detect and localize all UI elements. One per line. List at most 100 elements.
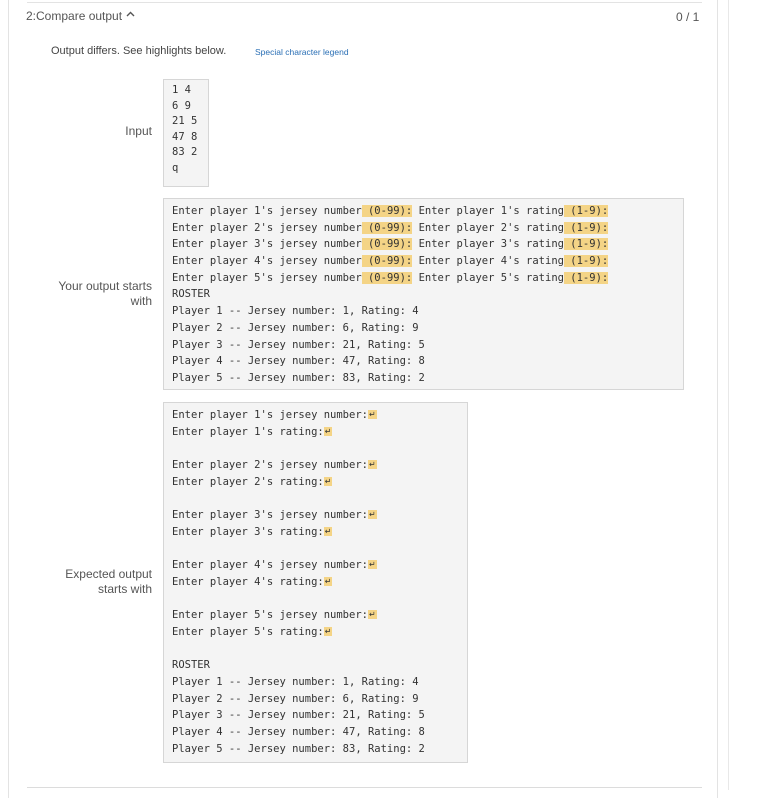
expected-text: Enter player 4's jersey number:	[172, 559, 368, 572]
newline-return-icon: ↵	[323, 426, 333, 436]
diff-highlight: :	[601, 221, 609, 234]
expected-output-line: ROSTER	[172, 657, 459, 674]
input-line: 47 8	[172, 130, 198, 143]
expected-text: Enter player 2's jersey number:	[172, 459, 368, 472]
prompt-text: Enter player 3's jersey number	[172, 238, 362, 251]
expected-text: Enter player 5's jersey number:	[172, 609, 368, 622]
expected-output-line: Enter player 1's jersey number:↵	[172, 407, 459, 424]
diff-highlight: (1-9)	[563, 238, 602, 251]
diff-highlight: :	[405, 255, 413, 268]
expected-output-line: Enter player 4's rating:↵	[172, 574, 459, 591]
input-label: Input	[125, 124, 152, 138]
your-output-prompt-line: Enter player 1's jersey number (0-99): E…	[172, 203, 675, 220]
expected-output-line: Player 1 -- Jersey number: 1, Rating: 4	[172, 674, 459, 691]
expected-output-line	[172, 641, 459, 658]
expected-text: Player 5 -- Jersey number: 83, Rating: 2	[172, 742, 425, 755]
expected-output-line	[172, 541, 459, 558]
expected-text: Enter player 3's jersey number:	[172, 509, 368, 522]
diff-highlight: (0-99)	[361, 271, 406, 284]
input-line: 83 2	[172, 146, 198, 158]
prompt-text: Enter player 1's rating	[412, 205, 564, 217]
diff-highlight: (0-99)	[361, 205, 406, 217]
diff-highlight: :	[405, 205, 413, 217]
your-output-prompt-line: Enter player 3's jersey number (0-99): E…	[172, 236, 675, 253]
chevron-up-icon	[126, 10, 135, 20]
expected-output-box: Enter player 1's jersey number:↵Enter pl…	[163, 402, 468, 763]
test-score: 0 / 1	[676, 10, 700, 24]
diff-highlight: :	[601, 238, 609, 251]
test-header-label: 2:Compare output	[26, 9, 123, 23]
your-output-roster-line: Player 3 -- Jersey number: 21, Rating: 5	[172, 338, 425, 351]
newline-return-icon: ↵	[367, 610, 377, 620]
expected-output-line	[172, 440, 459, 457]
your-output-label: Your output starts with	[58, 279, 152, 308]
newline-return-icon: ↵	[367, 510, 377, 520]
diff-highlight: (1-9)	[563, 221, 602, 234]
expected-text: Enter player 4's rating:	[172, 575, 324, 588]
expected-output-line: Player 5 -- Jersey number: 83, Rating: 2	[172, 741, 459, 758]
expected-output-line: Player 2 -- Jersey number: 6, Rating: 9	[172, 691, 459, 708]
newline-return-icon: ↵	[367, 410, 377, 419]
expected-text: Enter player 1's jersey number:	[172, 409, 368, 421]
special-character-legend-link[interactable]: Special character legend	[255, 47, 349, 57]
input-line: 1 4	[172, 84, 191, 96]
expected-output-line: Enter player 3's jersey number:↵	[172, 507, 459, 524]
your-output-prompt-line: Enter player 4's jersey number (0-99): E…	[172, 253, 675, 270]
prompt-text: Enter player 1's jersey number	[172, 205, 362, 217]
expected-text: Player 1 -- Jersey number: 1, Rating: 4	[172, 676, 419, 688]
expected-output-line: Enter player 5's rating:↵	[172, 624, 459, 641]
expected-output-line: Enter player 2's jersey number:↵	[172, 457, 459, 474]
expected-output-line	[172, 490, 459, 507]
newline-return-icon: ↵	[323, 526, 333, 536]
expected-output-line: Enter player 3's rating:↵	[172, 524, 459, 541]
prompt-text: Enter player 5's jersey number	[172, 271, 362, 284]
input-line: q	[172, 161, 179, 174]
expected-output-line	[172, 591, 459, 608]
status-message: Output differs. See highlights below.	[51, 45, 227, 57]
expected-output-line: Enter player 2's rating:↵	[172, 474, 459, 491]
test-header-toggle[interactable]: 2:Compare output	[26, 9, 135, 23]
expected-output-line: Enter player 4's jersey number:↵	[172, 557, 459, 574]
your-output-roster-line: Player 1 -- Jersey number: 1, Rating: 4	[172, 305, 419, 318]
prompt-text: Enter player 5's rating	[412, 271, 564, 284]
prompt-text: Enter player 4's rating	[412, 255, 564, 268]
diff-highlight: :	[405, 271, 413, 284]
panel-divider	[728, 0, 729, 790]
prompt-text: Enter player 3's rating	[412, 238, 564, 251]
newline-return-icon: ↵	[323, 626, 333, 636]
test-result-card	[8, 0, 718, 798]
expected-text: Player 2 -- Jersey number: 6, Rating: 9	[172, 692, 419, 705]
newline-return-icon: ↵	[323, 476, 333, 486]
card-bottom-divider	[27, 787, 702, 788]
expected-output-line: Player 3 -- Jersey number: 21, Rating: 5	[172, 707, 459, 724]
input-line: 6 9	[172, 99, 191, 112]
diff-highlight: :	[601, 255, 609, 268]
diff-highlight: (0-99)	[361, 238, 406, 251]
your-output-roster-line: Player 2 -- Jersey number: 6, Rating: 9	[172, 321, 419, 334]
expected-text: Enter player 5's rating:	[172, 625, 324, 638]
your-output-roster-line: Player 5 -- Jersey number: 83, Rating: 2	[172, 371, 425, 384]
expected-text: Enter player 2's rating:	[172, 475, 324, 488]
diff-highlight: (1-9)	[563, 205, 602, 217]
input-line: 21 5	[172, 115, 198, 127]
diff-highlight: :	[405, 238, 413, 251]
diff-highlight: (1-9)	[563, 271, 602, 284]
expected-output-line: Enter player 5's jersey number:↵	[172, 607, 459, 624]
diff-highlight: :	[601, 271, 609, 284]
your-output-prompt-line: Enter player 2's jersey number (0-99): E…	[172, 220, 675, 237]
expected-output-line: Player 4 -- Jersey number: 47, Rating: 8	[172, 724, 459, 741]
your-output-roster-line: Player 4 -- Jersey number: 47, Rating: 8	[172, 355, 425, 368]
prompt-text: Enter player 2's jersey number	[172, 221, 362, 234]
diff-highlight: :	[601, 205, 609, 217]
newline-return-icon: ↵	[367, 460, 377, 470]
expected-text: Player 3 -- Jersey number: 21, Rating: 5	[172, 709, 425, 722]
expected-text: Player 4 -- Jersey number: 47, Rating: 8	[172, 726, 425, 739]
newline-return-icon: ↵	[323, 576, 333, 586]
expected-output-line: Enter player 1's rating:↵	[172, 424, 459, 441]
expected-output-label: Expected output starts with	[65, 567, 152, 596]
expected-text: Enter player 3's rating:	[172, 525, 324, 538]
input-box: 1 4 6 9 21 5 47 8 83 2 q	[163, 79, 209, 187]
your-output-box: Enter player 1's jersey number (0-99): E…	[163, 198, 684, 390]
expected-text: Enter player 1's rating:	[172, 425, 324, 438]
expected-text: ROSTER	[172, 659, 210, 672]
